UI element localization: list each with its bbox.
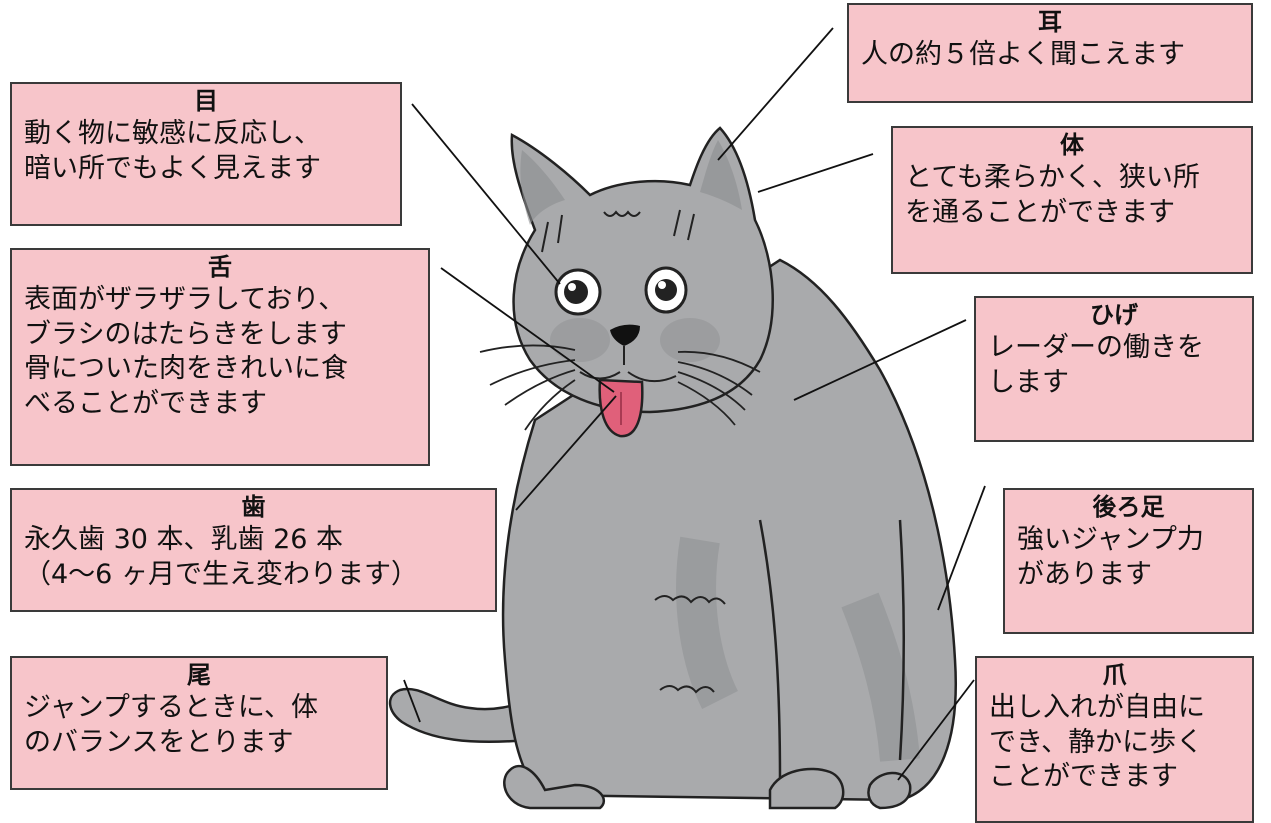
tongue-line-1: 表面がザラザラしており、 — [24, 284, 346, 315]
eye-line-1: 動く物に敏感に反応し、 — [24, 118, 321, 149]
claws-line-1: 出し入れが自由に — [989, 692, 1205, 723]
ear-line-1: 人の約５倍よく聞こえます — [861, 39, 1185, 70]
whiskers-title: ひげ — [1090, 301, 1138, 329]
tail-title: 尾 — [187, 661, 211, 689]
label-tail: 尾 ジャンプするときに、体 のバランスをとります — [10, 656, 388, 790]
eye-line-2: 暗い所でもよく見えます — [24, 152, 321, 184]
body-line-2: を通ることができます — [905, 196, 1175, 228]
hind-legs-title: 後ろ足 — [1092, 493, 1165, 521]
label-whiskers: ひげ レーダーの働きを します — [974, 296, 1254, 442]
label-claws: 爪 出し入れが自由に でき、静かに歩く ことができます — [975, 656, 1254, 823]
cat-front-paws — [503, 764, 912, 810]
hind-legs-line-1: 強いジャンプ力 — [1017, 524, 1204, 555]
hind-legs-line-2: があります — [1017, 558, 1152, 590]
label-eye: 目 動く物に敏感に反応し、 暗い所でもよく見えます — [10, 82, 402, 226]
tongue-title: 舌 — [208, 253, 232, 281]
teeth-line-1: 永久歯 30 本、乳歯 26 本 — [24, 524, 344, 555]
tail-line-2: のバランスをとります — [24, 726, 294, 758]
whiskers-line-2: します — [988, 366, 1069, 398]
cat-head — [479, 126, 774, 438]
tongue-line-2: ブラシのはたらきをします — [24, 318, 347, 350]
teeth-title: 歯 — [241, 493, 266, 521]
eye-title: 目 — [194, 87, 218, 115]
tail-line-1: ジャンプするときに、体 — [24, 692, 319, 723]
whiskers-line-1: レーダーの働きを — [988, 332, 1204, 363]
body-line-1: とても柔らかく、狭い所 — [905, 162, 1200, 193]
claws-line-2: でき、静かに歩く — [989, 726, 1204, 758]
teeth-line-2: （4〜6 ヶ月で生え変わります） — [24, 558, 418, 590]
body-title: 体 — [1060, 131, 1084, 159]
tongue-line-3: 骨についた肉をきれいに食 — [24, 353, 348, 385]
claws-line-3: ことができます — [989, 761, 1178, 793]
tongue-line-4: べることができます — [24, 387, 267, 419]
label-body: 体 とても柔らかく、狭い所 を通ることができます — [891, 126, 1253, 274]
claws-title: 爪 — [1102, 661, 1127, 689]
label-teeth: 歯 永久歯 30 本、乳歯 26 本 （4〜6 ヶ月で生え変わります） — [10, 488, 497, 612]
label-hind-legs: 後ろ足 強いジャンプ力 があります — [1003, 488, 1254, 634]
cat-nose — [610, 324, 640, 346]
label-tongue: 舌 表面がザラザラしており、 ブラシのはたらきをします 骨についた肉をきれいに食… — [10, 248, 430, 466]
label-ear: 耳 人の約５倍よく聞こえます — [847, 3, 1253, 103]
cat-tail — [388, 687, 532, 744]
ear-title: 耳 — [1038, 8, 1062, 36]
